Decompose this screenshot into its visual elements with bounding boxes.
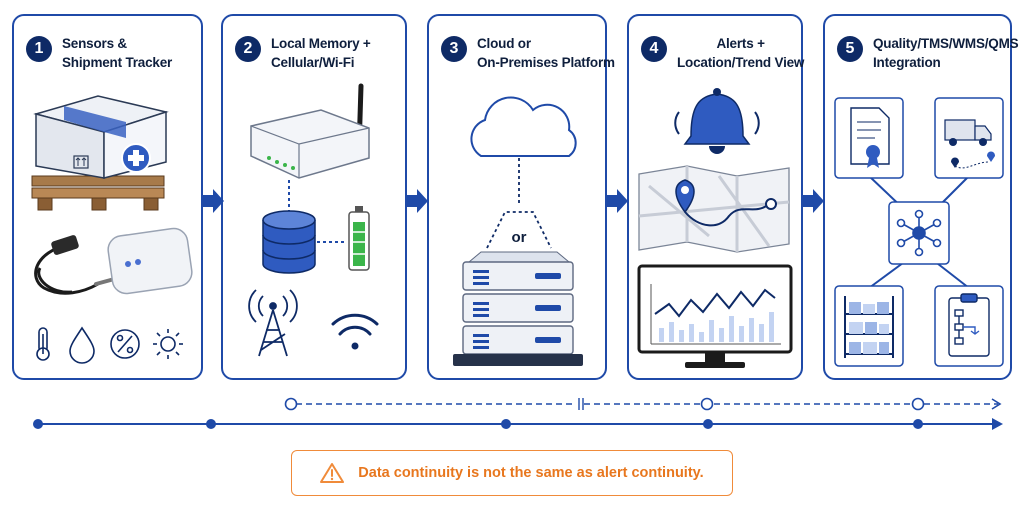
step-3-panel: 3 Cloud or On-Premises Platform or [427, 14, 615, 380]
step-2-title-line-2: Cellular/Wi-Fi [271, 55, 355, 70]
droplet-icon [69, 326, 95, 364]
step-5-title-line-1: Quality/TMS/WMS/QMS [873, 36, 1019, 51]
step-2-title-line-1: Local Memory + [271, 36, 371, 51]
step-2-artwork [248, 83, 379, 357]
sun-icon [153, 329, 183, 359]
step-1-title: Sensors & Shipment Tracker [62, 34, 172, 72]
step-1-panel: 1 Sensors & Shipment Tracker [12, 14, 203, 380]
monitor-chart-icon [637, 264, 793, 368]
step-3-title-line-1: Cloud or [477, 36, 531, 51]
step-5-title-line-2: Integration [873, 55, 941, 70]
step-2-number: 2 [235, 36, 261, 62]
timeline [33, 397, 1003, 430]
step-5-artwork [834, 97, 1004, 367]
step-1-header: 1 Sensors & Shipment Tracker [26, 34, 172, 72]
data-timeline-solid [33, 418, 1003, 430]
map-icon [638, 165, 790, 253]
warning-triangle-icon [320, 463, 345, 483]
step-4-title-line-1: Alerts + [716, 36, 765, 51]
or-label: or [512, 229, 527, 246]
step-5-panel: 5 Quality/TMS/WMS/QMS Integration [823, 14, 1019, 380]
cell-tower-icon [248, 289, 298, 357]
step-3-title: Cloud or On-Premises Platform [477, 34, 615, 72]
step-5-header: 5 Quality/TMS/WMS/QMS Integration [837, 34, 1019, 72]
step-4-title: Alerts + Location/Trend View [677, 34, 804, 72]
step-4-header: 4 Alerts + Location/Trend View [641, 34, 804, 72]
step-5-title: Quality/TMS/WMS/QMS Integration [873, 34, 1019, 72]
step-2-panel: 2 Local Memory + Cellular/Wi-Fi [221, 14, 407, 380]
thermometer-icon [36, 327, 50, 361]
percent-icon [110, 329, 140, 359]
server-rack-icon [453, 251, 583, 366]
bell-icon [674, 88, 760, 154]
step-1-artwork [31, 95, 193, 364]
warehouse-shelf-icon [844, 296, 894, 358]
step-3-title-line-2: On-Premises Platform [477, 55, 615, 70]
tracker-device-icon [107, 227, 193, 295]
arrow-3-to-4-icon [607, 189, 628, 213]
package-icon [31, 95, 169, 211]
battery-icon [348, 206, 370, 271]
alert-timeline-dashed [284, 397, 1002, 411]
step-4-number: 4 [641, 36, 667, 62]
certificate-icon [850, 107, 890, 168]
arrow-4-to-5-icon [803, 189, 824, 213]
truck-icon [944, 119, 995, 169]
step-4-panel: 4 Alerts + Location/Trend View [627, 14, 804, 380]
step-2-title: Local Memory + Cellular/Wi-Fi [271, 34, 371, 72]
cloud-icon [470, 96, 577, 157]
continuity-warning: Data continuity is not the same as alert… [291, 450, 733, 496]
step-3-header: 3 Cloud or On-Premises Platform [441, 34, 615, 72]
step-1-title-line-1: Sensors & [62, 36, 127, 51]
clipboard-flow-icon [948, 293, 990, 357]
step-4-title-line-2: Location/Trend View [677, 55, 805, 70]
router-icon [250, 83, 370, 179]
arrow-2-to-3-icon [407, 189, 428, 213]
step-1-title-line-2: Shipment Tracker [62, 55, 173, 70]
step-1-number: 1 [26, 36, 52, 62]
probe-sensor-icon [34, 235, 120, 295]
step-3-artwork: or [453, 96, 583, 366]
step-4-artwork [637, 88, 793, 368]
hub-icon [896, 209, 942, 257]
wifi-icon [331, 313, 379, 350]
step-5-number: 5 [837, 36, 863, 62]
step-2-header: 2 Local Memory + Cellular/Wi-Fi [235, 34, 371, 72]
arrow-1-to-2-icon [203, 189, 224, 213]
step-3-number: 3 [441, 36, 467, 62]
warning-text: Data continuity is not the same as alert… [358, 465, 704, 481]
database-icon [262, 210, 316, 274]
